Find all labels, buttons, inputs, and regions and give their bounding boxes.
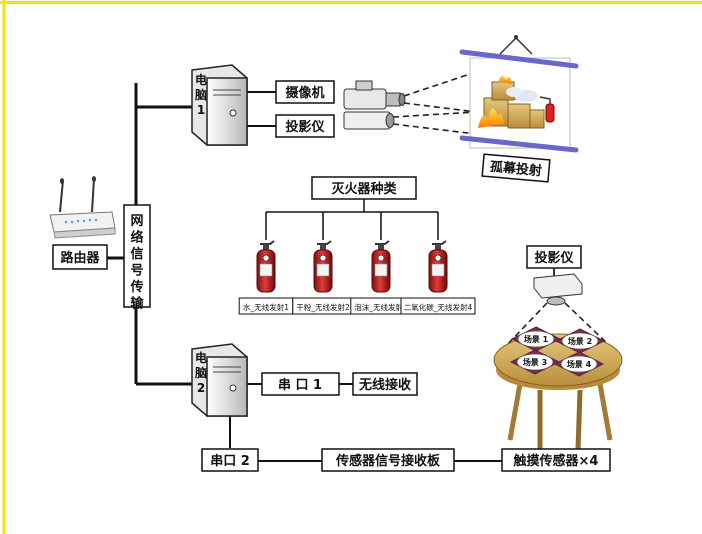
camera-icon (343, 80, 406, 110)
router-label: 路由器 (60, 250, 100, 266)
serial-2-box: 串口 2 (201, 448, 259, 472)
projector-2-icon (533, 268, 583, 306)
extinguisher-tree-lines (265, 199, 439, 240)
wireless-receiver-label: 无线接收 (358, 377, 412, 393)
projector-2-label-box: 投影仪 (526, 245, 582, 269)
extinguisher-label-box-1: 水_无线发射1 (238, 297, 294, 315)
router-icon (49, 176, 116, 239)
extinguisher-label-4: 二氧化碳_无线发射4 (404, 302, 473, 312)
camera-label: 摄像机 (285, 85, 324, 101)
extinguisher-label-3: 泡沫_无线发射3 (354, 302, 408, 312)
extinguisher-label-1: 水_无线发射1 (243, 302, 289, 312)
scene-tile-3: 场景 3 (509, 349, 561, 375)
extinguisher-label-box-2: 干粉_无线发射2 (292, 297, 354, 315)
projection-screen (459, 35, 579, 153)
scene-label-2: 场景 2 (568, 336, 592, 346)
network-transmission-box: 网络信号传输 (123, 204, 151, 312)
projector-2-beams (505, 302, 611, 347)
extinguisher-types-title-box: 灭火器种类 (311, 176, 417, 200)
projection-beams (392, 71, 477, 135)
camera-label-box: 摄像机 (275, 80, 335, 104)
serial-1-box: 串 口 1 (261, 372, 340, 396)
scene-tile-2: 场景 2 (554, 328, 606, 354)
projector-1-label: 投影仪 (285, 119, 325, 135)
table-icon (493, 333, 623, 451)
scene-label-4: 场景 4 (567, 359, 592, 369)
scene-tiles: 场景 1 场景 2 场景 3 场景 4 (509, 326, 606, 377)
scene-label-3: 场景 3 (523, 357, 547, 367)
sensor-board-box: 传感器信号接收板 (321, 448, 455, 472)
network-label: 网络信号传输 (129, 214, 144, 312)
extinguisher-4 (428, 240, 448, 293)
extinguisher-1 (256, 240, 276, 293)
scene-tile-1: 场景 1 (510, 326, 562, 352)
serial-1-label: 串 口 1 (278, 377, 322, 393)
touch-sensor-label: 触摸传感器×4 (513, 453, 599, 469)
projector-1-icon (343, 111, 395, 130)
screen-label: 孤幕投射 (489, 159, 542, 179)
serial-2-label: 串口 2 (210, 453, 250, 469)
touch-sensor-box: 触摸传感器×4 (501, 448, 611, 472)
projector-2-label: 投影仪 (534, 250, 574, 266)
extinguisher-label-box-4: 二氧化碳_无线发射4 (400, 297, 476, 315)
screen-label-box: 孤幕投射 (481, 153, 551, 183)
extinguisher-3 (371, 240, 391, 293)
router-label-box: 路由器 (52, 244, 108, 270)
extinguisher-label-2: 干粉_无线发射2 (296, 302, 350, 312)
sensor-board-label: 传感器信号接收板 (335, 453, 441, 469)
link-lines (229, 91, 502, 462)
scene-tile-4: 场景 4 (553, 351, 605, 377)
extinguisher-types-title: 灭火器种类 (330, 181, 397, 197)
extinguisher-2 (313, 240, 333, 293)
wireless-receiver-box: 无线接收 (352, 372, 418, 396)
projector-1-label-box: 投影仪 (275, 114, 335, 138)
scene-label-1: 场景 1 (524, 334, 549, 344)
